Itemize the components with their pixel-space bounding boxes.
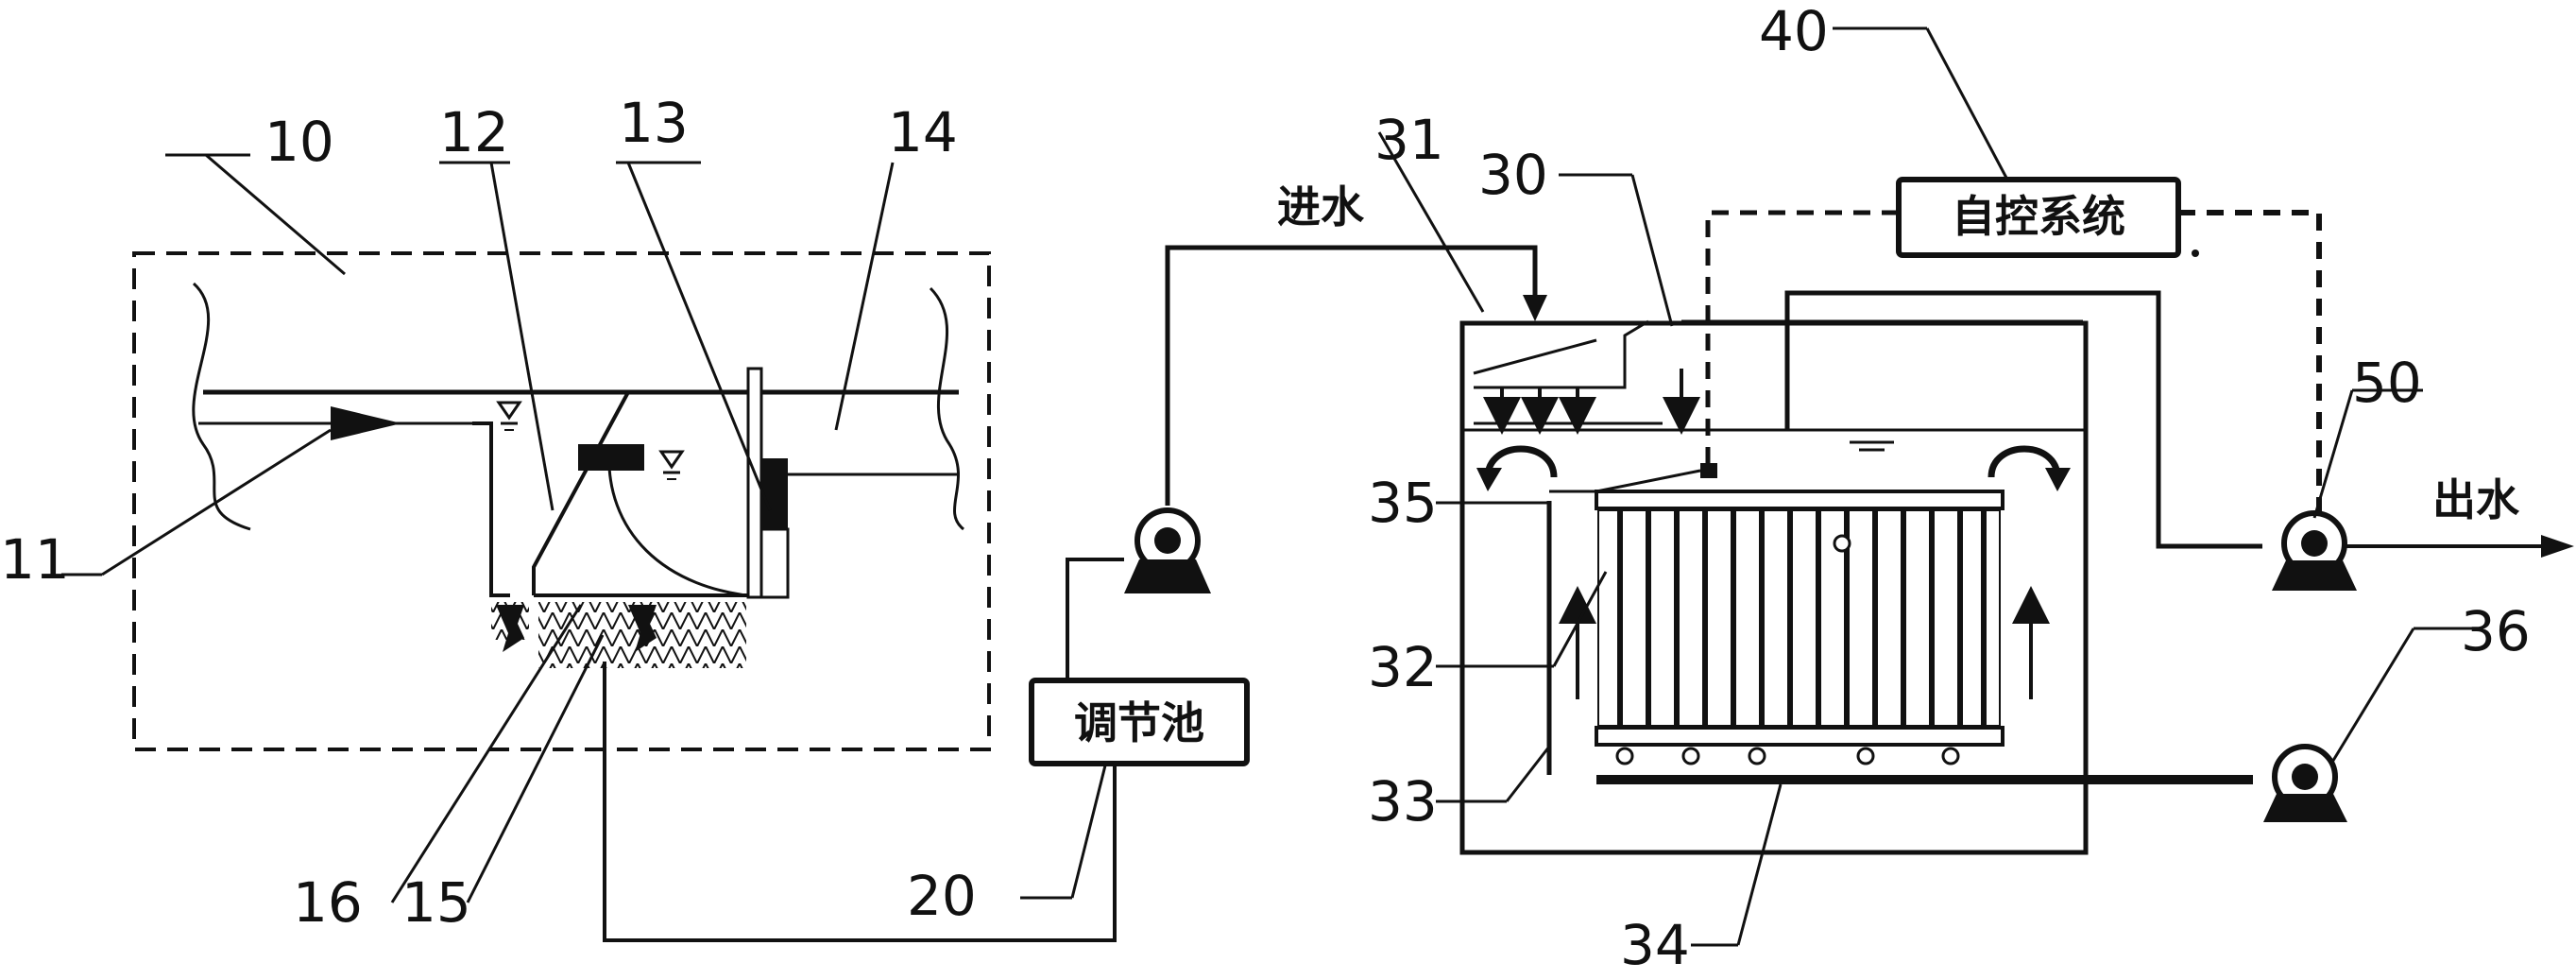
label-14: 14 (888, 100, 958, 164)
site-boundary-dashed (132, 251, 991, 751)
label-10: 10 (264, 110, 334, 174)
pipe-inlet (1165, 245, 1538, 506)
leader-11 (101, 428, 332, 576)
label-11: 11 (0, 527, 70, 592)
control-system-box (1896, 177, 2181, 258)
leader-15 (466, 634, 605, 903)
level-sensor (1700, 463, 1717, 478)
water-level-icon (1850, 440, 1894, 452)
blower-pump-icon (2263, 744, 2347, 822)
label-20: 20 (907, 864, 977, 928)
signal-line-pump (2178, 210, 2322, 515)
label-30: 30 (1478, 143, 1548, 207)
channel-break-left (192, 282, 251, 531)
circulation-arrow-icon (1987, 445, 2071, 491)
inlet-label: 进水 (1277, 181, 1365, 232)
reactor-tank (1459, 320, 2089, 855)
control-system-label: 自控系统 (1952, 191, 2125, 242)
tank-wall-left (472, 421, 510, 597)
distributor-drops (1483, 369, 1700, 435)
distributor-pipe (1474, 319, 1649, 389)
leader-50 (2312, 389, 2354, 519)
trough-curve (607, 448, 766, 599)
label-33: 33 (1368, 769, 1438, 834)
label-16: 16 (293, 870, 363, 935)
leader-10 (205, 153, 346, 276)
label-40: 40 (1759, 0, 1829, 63)
left-section: 10 12 13 14 11 16 15 (0, 91, 991, 935)
leader-31 (1377, 131, 1485, 313)
equalization-tank: 调节池 20 (907, 678, 1250, 928)
label-32: 32 (1368, 635, 1438, 699)
water-level-icon (496, 401, 522, 431)
pipe-to-pump (1066, 558, 1124, 680)
water-level-icon (658, 450, 685, 480)
label-12: 12 (439, 100, 509, 164)
inlet-arrow-icon (1523, 295, 1547, 321)
leader-33 (1505, 746, 1551, 802)
pipe-return (603, 662, 1117, 942)
channel-break-right (929, 286, 965, 531)
pump-icon (1124, 507, 1211, 593)
dot-mark (2192, 249, 2199, 257)
label-50: 50 (2352, 351, 2422, 415)
dripper (496, 605, 524, 652)
label-34: 34 (1620, 913, 1690, 975)
leader-34 (1736, 783, 1783, 946)
label-15: 15 (401, 870, 471, 935)
label-13: 13 (619, 91, 689, 155)
gate-block (761, 458, 788, 529)
leader-36 (2329, 628, 2415, 765)
sensor-line (1549, 469, 1701, 493)
leader-30 (1630, 174, 1674, 327)
signal-line-sensor (1705, 210, 1899, 463)
dripper (628, 605, 657, 652)
leader-12 (489, 162, 554, 511)
distributor-slope (1473, 338, 1597, 375)
label-35: 35 (1368, 471, 1438, 535)
leader-32 (1552, 571, 1608, 667)
label-36: 36 (2461, 599, 2531, 663)
pump-icon (2272, 510, 2357, 591)
right-section: 进水 (1277, 0, 2574, 977)
leader-16 (390, 604, 583, 903)
equalization-tank-label: 调节池 (1074, 697, 1204, 748)
membrane-module (1595, 490, 2005, 765)
circulation-arrow-icon (1476, 445, 1558, 491)
label-31: 31 (1374, 108, 1444, 172)
outlet-arrow-icon (2541, 535, 2574, 558)
leader-13 (626, 162, 772, 511)
outlet-label: 出水 (2432, 474, 2520, 525)
leader-20 (1070, 765, 1107, 899)
permeate-pipe (1784, 290, 2262, 549)
flow-arrow-icon (331, 406, 401, 440)
leader-40 (1925, 27, 2009, 181)
weir-plate (578, 444, 644, 471)
pipework (603, 245, 1547, 942)
equalization-tank-box (1029, 678, 1250, 766)
leader-14 (834, 162, 895, 431)
gate-lower (759, 527, 790, 599)
